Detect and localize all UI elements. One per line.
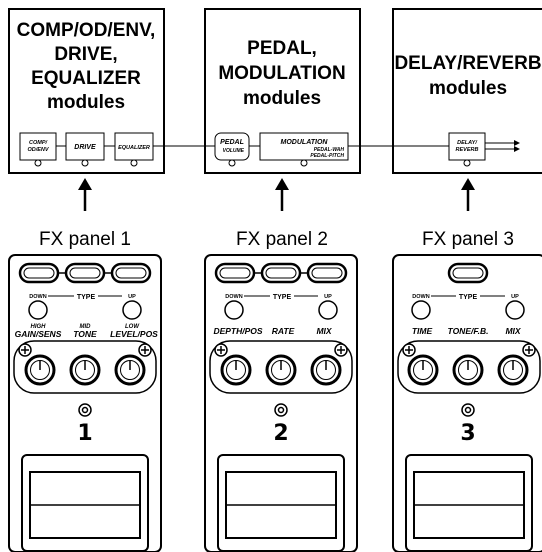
block-1-title-line-4: modules: [47, 92, 125, 113]
module-delay-label-1: DELAY/: [457, 140, 478, 146]
knob-1b[interactable]: [69, 354, 101, 386]
module-modulation-label: MODULATION: [281, 139, 329, 146]
module-equalizer: EQUALIZER: [114, 132, 154, 167]
type-down-button-2[interactable]: [224, 300, 244, 320]
knob-3b[interactable]: [452, 354, 484, 386]
knob-2a[interactable]: [220, 354, 252, 386]
type-label-3: TYPE: [459, 294, 478, 301]
block-1-title-line-3: EQUALIZER: [31, 68, 141, 89]
knob-2c-label: MIX: [316, 326, 332, 336]
up-arrow-3: [461, 178, 475, 211]
type-up-label-1: UP: [128, 294, 136, 300]
module-comp: COMP/ OD/ENV: [19, 132, 57, 167]
up-arrow-2: [275, 178, 289, 211]
module-comp-label-2: OD/ENV: [27, 147, 49, 153]
knob-1b-top-label: MID: [80, 324, 92, 330]
pedal-switch-3[interactable]: [405, 454, 533, 552]
type-down-button-1[interactable]: [28, 300, 48, 320]
module-delay-label-2: REVERB: [456, 147, 479, 153]
module-pedal-label: PEDAL: [220, 139, 244, 146]
module-delay-reverb: DELAY/ REVERB: [448, 132, 486, 167]
output-arrows: [485, 140, 520, 152]
plus-icon: [334, 343, 348, 357]
block-2-title-line-2: MODULATION: [218, 63, 345, 84]
panel-number-2: 2: [273, 421, 288, 446]
panel-number-1: 1: [77, 421, 92, 446]
type-up-label-3: UP: [511, 294, 519, 300]
module-volume-label: VOLUME: [223, 148, 245, 154]
module-modulation: MODULATION PEDAL-WAH PEDAL-PITCH: [259, 132, 349, 167]
knob-1a[interactable]: [24, 354, 56, 386]
knob-1c[interactable]: [114, 354, 146, 386]
type-leds-1: [18, 262, 152, 284]
knob-2a-label: DEPTH/POS: [213, 326, 262, 336]
knob-3c[interactable]: [497, 354, 529, 386]
panel-number-3: 3: [460, 421, 475, 446]
type-down-button-3[interactable]: [411, 300, 431, 320]
status-led-2: [274, 403, 288, 417]
module-equalizer-label: EQUALIZER: [118, 145, 150, 151]
module-comp-label-1: COMP/: [29, 140, 49, 146]
plus-icon: [214, 343, 228, 357]
module-drive: DRIVE: [65, 132, 105, 167]
fx-panel-3: DOWN UP TYPE TIME TONE/F.B. MIX: [392, 254, 542, 552]
knob-2b-label: RATE: [272, 326, 295, 336]
knob-1c-label: LEVEL/POS: [110, 329, 158, 339]
fx-panel-3-label: FX panel 3: [422, 229, 514, 250]
pedal-switch-2[interactable]: [217, 454, 345, 552]
block-1-title-line-1: COMP/OD/ENV,: [17, 20, 156, 41]
type-up-button-2[interactable]: [318, 300, 338, 320]
fx-panel-2-label: FX panel 2: [236, 229, 328, 250]
type-label-1: TYPE: [77, 294, 96, 301]
block-3-title-line-1: DELAY/REVERB: [394, 53, 541, 74]
plus-icon: [522, 343, 536, 357]
block-comp-drive-eq: COMP/OD/ENV, DRIVE, EQUALIZER modules CO…: [8, 8, 205, 174]
type-up-label-2: UP: [324, 294, 332, 300]
block-pedal-modulation: PEDAL, MODULATION modules PEDAL VOLUME M…: [204, 8, 393, 174]
plus-icon: [402, 343, 416, 357]
knob-2c[interactable]: [310, 354, 342, 386]
type-up-button-3[interactable]: [505, 300, 525, 320]
knob-1a-top-label: HIGH: [31, 324, 47, 330]
type-leds-2: [214, 262, 348, 284]
module-pedal-pitch-label: PEDAL-PITCH: [310, 153, 344, 159]
block-delay-reverb: DELAY/REVERB modules DELAY/ REVERB: [392, 8, 542, 174]
fx-panel-1-label: FX panel 1: [39, 229, 131, 250]
plus-icon: [138, 343, 152, 357]
plus-icon: [18, 343, 32, 357]
block-1-title-line-2: DRIVE,: [54, 44, 117, 65]
block-2-title-line-1: PEDAL,: [247, 38, 317, 59]
type-leds-3: [447, 262, 489, 284]
type-down-label-2: DOWN: [225, 294, 242, 300]
pedal-switch-1[interactable]: [21, 454, 149, 552]
module-drive-label: DRIVE: [74, 144, 96, 151]
module-pedal-wah-label: PEDAL-WAH: [314, 147, 345, 153]
fx-panel-1: DOWN UP TYPE HIGH MID LOW GAIN/SENS TONE…: [8, 254, 162, 552]
type-label-2: TYPE: [273, 294, 292, 301]
knob-3a[interactable]: [407, 354, 439, 386]
type-up-button-1[interactable]: [122, 300, 142, 320]
knob-3b-label: TONE/F.B.: [448, 326, 489, 336]
knob-3a-label: TIME: [412, 326, 433, 336]
knob-2b[interactable]: [265, 354, 297, 386]
type-down-label-1: DOWN: [29, 294, 46, 300]
status-led-3: [461, 403, 475, 417]
status-led-1: [78, 403, 92, 417]
knob-1c-top-label: LOW: [125, 324, 140, 330]
block-3-title-line-2: modules: [429, 78, 507, 99]
up-arrow-1: [78, 178, 92, 211]
knob-1b-label: TONE: [73, 329, 97, 339]
type-down-label-3: DOWN: [412, 294, 429, 300]
knob-1a-label: GAIN/SENS: [15, 329, 62, 339]
module-pedal-volume: PEDAL VOLUME: [214, 132, 250, 167]
block-2-title-line-3: modules: [243, 88, 321, 109]
fx-panel-2: DOWN UP TYPE DEPTH/POS RATE MIX: [204, 254, 358, 552]
knob-3c-label: MIX: [505, 326, 521, 336]
